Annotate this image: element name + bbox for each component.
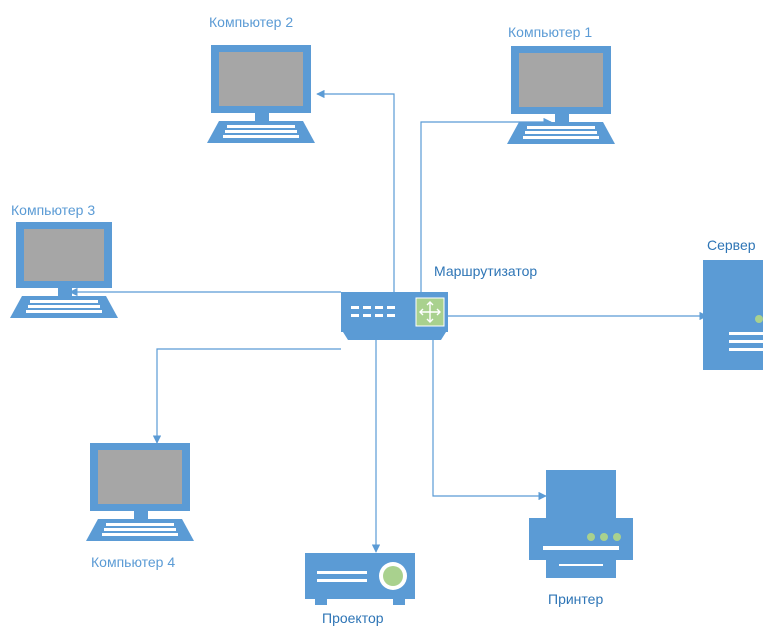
- printer-icon: [529, 470, 633, 578]
- connector-computer1: [420, 117, 552, 292]
- server-icon: [703, 260, 763, 370]
- connectors: [69, 89, 708, 553]
- computer3-icon: [10, 222, 118, 318]
- computer2-icon: [207, 45, 315, 143]
- connector-computer4: [152, 348, 341, 444]
- printer-label: Принтер: [548, 591, 604, 607]
- computer1-icon: [507, 46, 615, 144]
- computer4-label: Компьютер 4: [91, 554, 176, 570]
- projector-icon: [305, 553, 415, 605]
- connector-printer: [432, 340, 547, 501]
- computer1-label: Компьютер 1: [508, 24, 593, 40]
- connector-computer2: [316, 89, 395, 292]
- router-label: Маршрутизатор: [434, 263, 538, 279]
- computer4-icon: [86, 443, 194, 541]
- computer3-label: Компьютер 3: [11, 202, 96, 218]
- router-icon: [341, 292, 448, 340]
- server-label: Сервер: [707, 237, 756, 253]
- projector-label: Проектор: [322, 610, 384, 626]
- computer2-label: Компьютер 2: [209, 14, 294, 30]
